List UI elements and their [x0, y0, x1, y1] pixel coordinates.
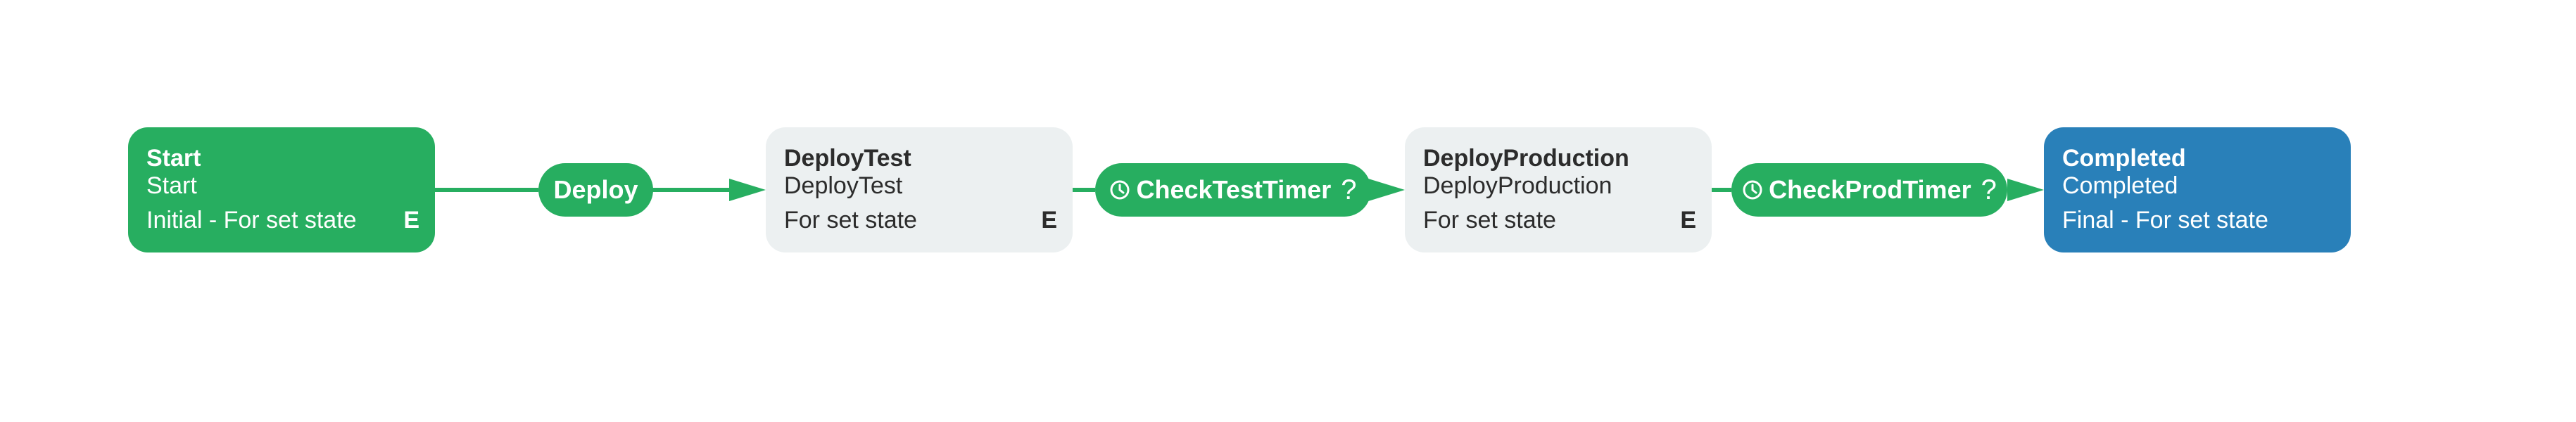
clock-icon: [1110, 180, 1130, 200]
transition-checktesttimer[interactable]: CheckTestTimer ?: [1095, 163, 1371, 217]
node-badge: E: [403, 207, 419, 234]
node-state-label: For set state: [784, 207, 917, 234]
condition-question-icon: ?: [1341, 174, 1357, 205]
node-state-label: Initial - For set state: [146, 207, 357, 234]
node-state-label: For set state: [1423, 207, 1556, 234]
transition-label: Deploy: [553, 175, 638, 204]
node-state-label: Final - For set state: [2062, 207, 2268, 234]
transition-checkprodtimer[interactable]: CheckProdTimer ?: [1731, 163, 2007, 217]
arrowhead-completed: [2007, 179, 2044, 201]
state-node-start[interactable]: Start Start Initial - For set state E: [128, 127, 435, 252]
state-node-deployproduction[interactable]: DeployProduction DeployProduction For se…: [1405, 127, 1712, 252]
state-node-deploytest[interactable]: DeployTest DeployTest For set state E: [766, 127, 1073, 252]
arrowhead-deployproduction: [1368, 179, 1405, 201]
node-badge: E: [1041, 207, 1057, 234]
node-title: DeployProduction: [1423, 145, 1629, 172]
condition-question-icon: ?: [1981, 174, 1997, 205]
transition-deploy[interactable]: Deploy: [538, 163, 653, 217]
node-subtitle: DeployTest: [784, 172, 903, 199]
node-badge: E: [1680, 207, 1696, 234]
node-title: DeployTest: [784, 145, 911, 172]
node-subtitle: Completed: [2062, 172, 2178, 199]
transition-label: CheckProdTimer: [1769, 175, 1971, 204]
clock-icon: [1743, 180, 1762, 200]
node-title: Completed: [2062, 145, 2186, 172]
node-subtitle: DeployProduction: [1423, 172, 1612, 199]
node-subtitle: Start: [146, 172, 197, 199]
node-title: Start: [146, 145, 201, 172]
transition-label: CheckTestTimer: [1136, 175, 1332, 204]
arrowhead-deploytest: [729, 179, 766, 201]
state-node-completed[interactable]: Completed Completed Final - For set stat…: [2044, 127, 2351, 252]
